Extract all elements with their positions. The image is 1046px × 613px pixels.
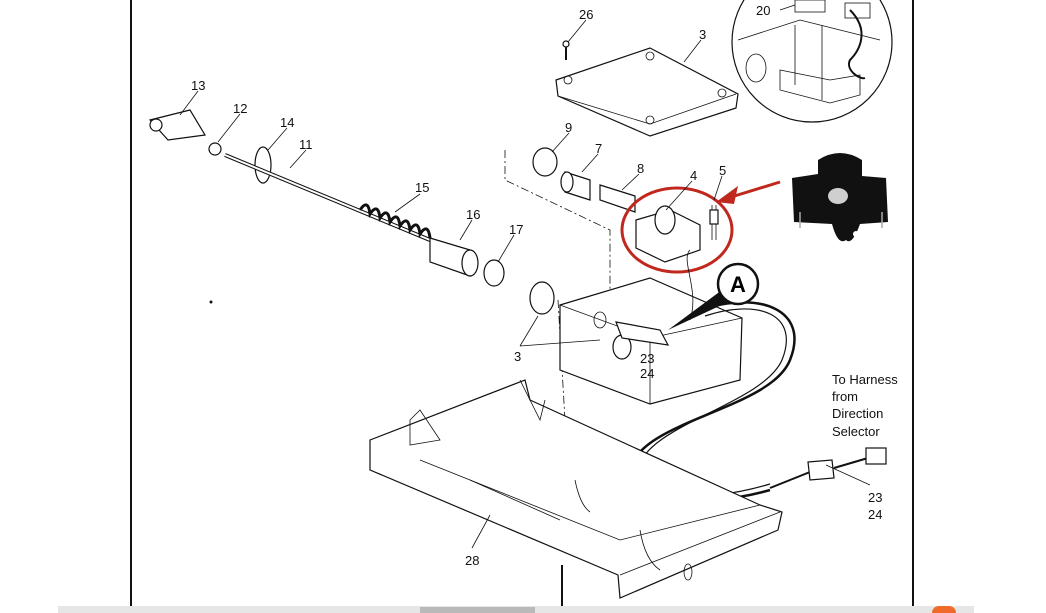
corner-badge-icon: [932, 606, 956, 613]
harness-note: To Harness from Direction Selector: [832, 372, 898, 439]
base-bracket: [369, 379, 783, 606]
label-7: 7: [595, 141, 602, 156]
label-8: 8: [637, 161, 644, 176]
label-17: 17: [509, 222, 523, 237]
label-3-cover: 3: [699, 27, 706, 42]
label-23-connector: 23: [868, 490, 882, 505]
label-3-bushing: 3: [514, 349, 521, 364]
label-20: 20: [756, 3, 770, 18]
cover-plate: [555, 47, 739, 137]
callout-a: A: [668, 262, 760, 330]
label-15: 15: [415, 180, 429, 195]
sensor-photo: [792, 153, 888, 242]
label-16: 16: [466, 207, 480, 222]
stray-dot: [209, 300, 213, 304]
label-23-housing: 23: [640, 351, 654, 366]
label-4: 4: [690, 168, 697, 183]
label-24-housing: 24: [640, 366, 654, 381]
harness-note-line: from: [832, 389, 858, 404]
sensor-part-4: [635, 205, 719, 263]
part-labels: 26 3 13 12 14 11 9 7 8 4 5 15 16 17 3 23…: [191, 3, 882, 568]
bushings: [532, 147, 636, 213]
label-14: 14: [280, 115, 294, 130]
highlight-circle: [620, 186, 734, 274]
detail-inset-circle: [731, 0, 893, 123]
label-12: 12: [233, 101, 247, 116]
label-24-connector: 24: [868, 507, 882, 522]
screw-26: [562, 40, 570, 60]
rod-assembly: [148, 109, 555, 315]
harness-note-line: Direction: [832, 406, 883, 421]
leader-lines: [179, 4, 796, 549]
label-28: 28: [465, 553, 479, 568]
scrollbar-thumb[interactable]: [420, 607, 535, 613]
label-5: 5: [719, 163, 726, 178]
label-9: 9: [565, 120, 572, 135]
label-13: 13: [191, 78, 205, 93]
label-11: 11: [299, 137, 313, 152]
harness-note-line: Selector: [832, 424, 880, 439]
label-26: 26: [579, 7, 593, 22]
callout-letter: A: [730, 272, 746, 297]
highlight-arrow: [716, 180, 781, 204]
harness-note-line: To Harness: [832, 372, 898, 387]
